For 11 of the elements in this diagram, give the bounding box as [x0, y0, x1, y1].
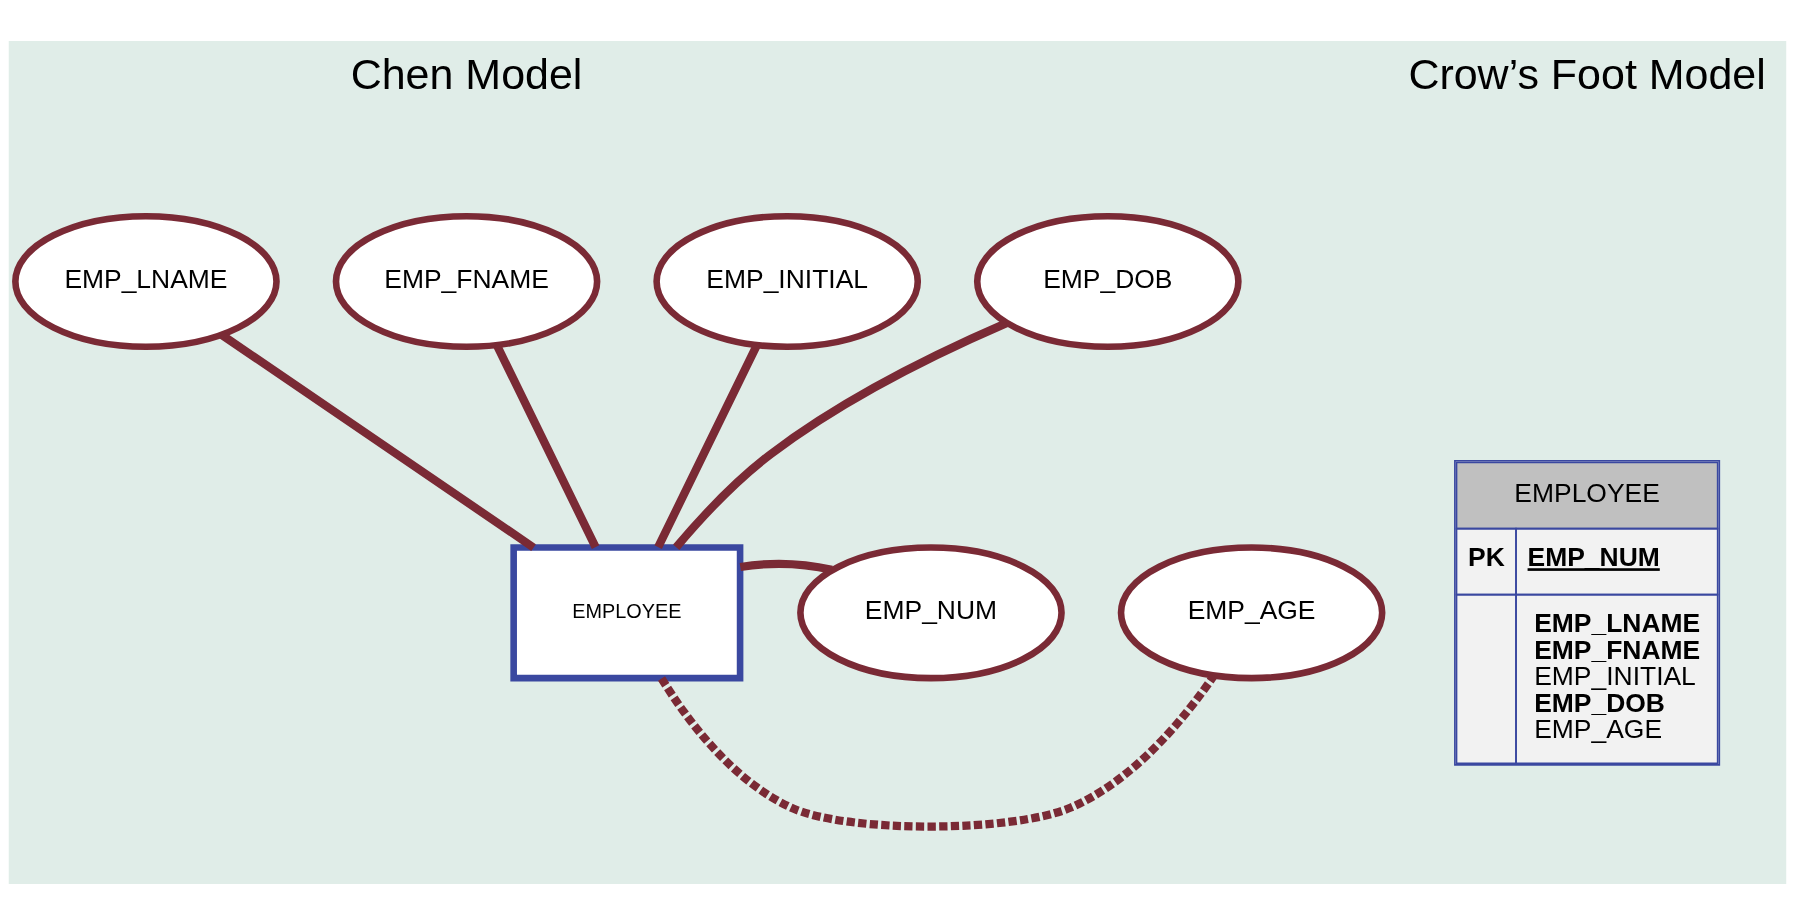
connector: [673, 318, 1009, 550]
node-ellipse: EMP_INITIAL: [653, 212, 922, 350]
label: Chen Model: [350, 49, 583, 98]
node-ellipse: EMP_DOB: [973, 212, 1242, 350]
node-ellipse: EMP_NUM: [797, 543, 1065, 681]
node-ellipse: EMP_LNAME: [12, 212, 280, 350]
node-box: EMPLOYEE: [510, 543, 744, 681]
node-ellipse: EMP_AGE: [1117, 543, 1386, 681]
label: Crow’s Foot Model: [1408, 49, 1766, 98]
node-ellipse: EMP_FNAME: [332, 212, 601, 350]
connector: [739, 559, 833, 574]
